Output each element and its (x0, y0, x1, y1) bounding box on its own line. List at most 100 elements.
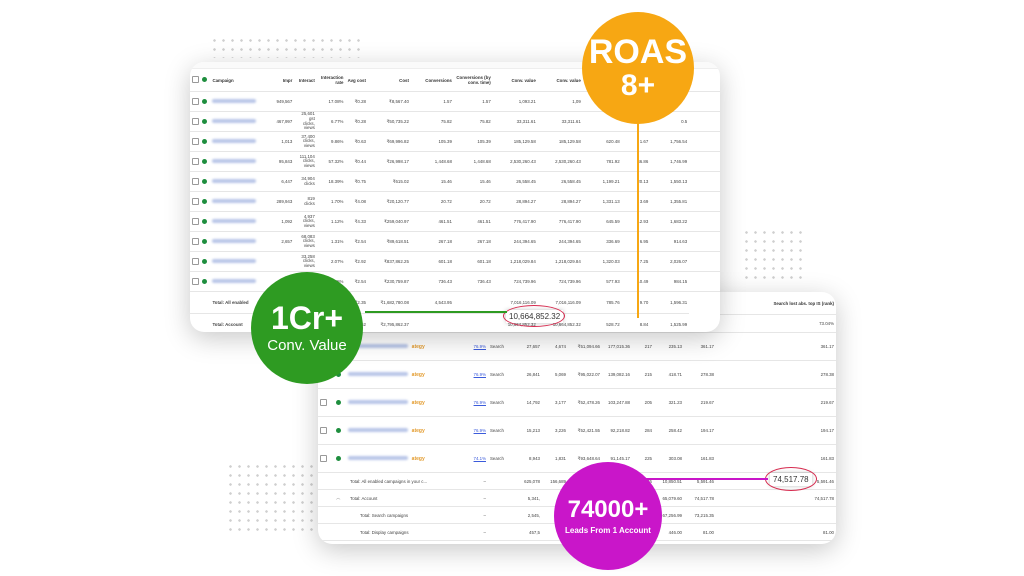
bid-strategy-label[interactable]: ategy (411, 343, 425, 350)
cell: 1,093.21 (492, 91, 538, 112)
row-checkbox[interactable] (192, 217, 199, 225)
campaign-type: Search (488, 416, 510, 445)
row-checkbox[interactable] (192, 277, 199, 285)
col-conversions[interactable]: Conversions (410, 69, 454, 92)
campaign-name-blurred[interactable] (210, 191, 272, 212)
campaign-name-blurred[interactable] (210, 251, 272, 272)
col-interaction-rate[interactable]: Interaction rate (316, 69, 346, 92)
row-checkbox[interactable] (192, 137, 199, 145)
dot-grid-top (210, 36, 360, 58)
dash-cell: – (468, 523, 488, 541)
campaign-name-blurred[interactable]: ategy (346, 360, 468, 389)
col-avg-cost[interactable]: Avg cost (345, 69, 368, 92)
row-checkbox[interactable] (192, 257, 199, 265)
cell: 1,683.22 (650, 211, 690, 232)
cell: 984.15 (650, 271, 690, 292)
cell: 68,083 clicks, views (294, 231, 317, 252)
bid-strategy-label[interactable]: ategy (411, 427, 425, 434)
col-search-lost-is[interactable]: Search lost abs. top IS (rank) (716, 292, 836, 315)
select-all-checkbox[interactable] (192, 76, 199, 83)
col-conv-value-2[interactable]: Conv. value (537, 69, 583, 92)
cell: 75.82 (453, 111, 493, 132)
campaign-name-blurred[interactable] (210, 111, 272, 132)
total-cell (716, 506, 836, 524)
cell: 244,394.65 (492, 231, 538, 252)
roas-connector-line (637, 118, 639, 318)
opt-score-link[interactable]: 76.9% (468, 388, 488, 417)
campaign-name-blurred[interactable]: ategy (346, 388, 468, 417)
cell: 361.17 (716, 332, 836, 361)
enabled-dot-icon (336, 399, 341, 405)
campaign-name-blurred[interactable] (210, 211, 272, 232)
col-cost[interactable]: Cost (367, 69, 411, 92)
cell: 28,894.27 (492, 191, 538, 212)
cell: 645.59 (582, 211, 622, 232)
opt-score-link[interactable]: 76.9% (468, 416, 488, 445)
col-conv-value[interactable]: Conv. value (492, 69, 538, 92)
cell: 1,013 (271, 131, 295, 152)
col-conversions-by-time[interactable]: Conversions (by conv. time) (453, 69, 493, 92)
row-checkbox[interactable] (192, 97, 199, 105)
cell: 620.48 (582, 131, 622, 152)
row-checkbox[interactable] (192, 117, 199, 125)
top-card-strip (190, 62, 720, 69)
row-checkbox[interactable] (320, 454, 327, 462)
bid-strategy-label[interactable]: ategy (411, 371, 425, 378)
bid-strategy-label[interactable]: ategy (411, 455, 425, 462)
campaign-name-blurred[interactable] (210, 231, 272, 252)
campaign-name-blurred[interactable] (210, 271, 272, 292)
row-checkbox[interactable] (320, 398, 327, 406)
conversions-ring (765, 467, 817, 491)
bid-strategy-label[interactable]: ategy (411, 399, 425, 406)
campaign-row[interactable]: 150,978 clicks, views1.45%₹2.54₹230,759.… (190, 271, 720, 292)
opt-score-link[interactable]: 76.9% (468, 360, 488, 389)
enabled-dot-icon (202, 218, 208, 224)
campaign-name-blurred[interactable]: ategy (346, 444, 468, 473)
total-label: Total: Search campaigns (346, 506, 468, 524)
total-cell (410, 313, 454, 332)
campaign-name-blurred[interactable] (210, 131, 272, 152)
campaign-name-blurred[interactable]: ategy (346, 416, 468, 445)
row-checkbox[interactable] (320, 426, 327, 434)
cell: ₹69,996.82 (367, 131, 411, 152)
cell: 1,831 (542, 444, 568, 473)
row-checkbox[interactable] (192, 237, 199, 245)
campaign-name-blurred[interactable]: ategy (346, 332, 468, 361)
cell: 914.63 (650, 231, 690, 252)
col-campaign[interactable]: Campaign (210, 69, 272, 92)
opt-score-link[interactable]: 74.1% (468, 444, 488, 473)
enabled-dot-icon (336, 455, 341, 461)
cell: ₹2.54 (345, 231, 368, 252)
row-checkbox[interactable] (192, 157, 199, 165)
cell: 111,104 clicks, views (294, 151, 317, 172)
cell: 461.51 (453, 211, 493, 232)
col-impr[interactable]: Impr (271, 69, 295, 92)
cell: 258.42 (654, 416, 684, 445)
cell: ₹51,094.66 (568, 332, 602, 361)
cell: 1,09 (537, 91, 583, 112)
enabled-dot-icon (202, 238, 208, 244)
col-interact[interactable]: Interact (294, 69, 317, 92)
row-checkbox[interactable] (192, 177, 199, 185)
campaign-name-blurred[interactable] (210, 151, 272, 172)
opt-score-link[interactable]: 76.9% (468, 332, 488, 361)
cell: 1,355.81 (650, 191, 690, 212)
campaign-name-blurred[interactable] (210, 171, 272, 192)
row-checkbox[interactable] (192, 197, 199, 205)
cell: 1,199.21 (582, 171, 622, 192)
enabled-dot-icon (202, 178, 208, 184)
campaign-name-blurred[interactable] (210, 91, 272, 112)
cell: 336.69 (582, 231, 622, 252)
